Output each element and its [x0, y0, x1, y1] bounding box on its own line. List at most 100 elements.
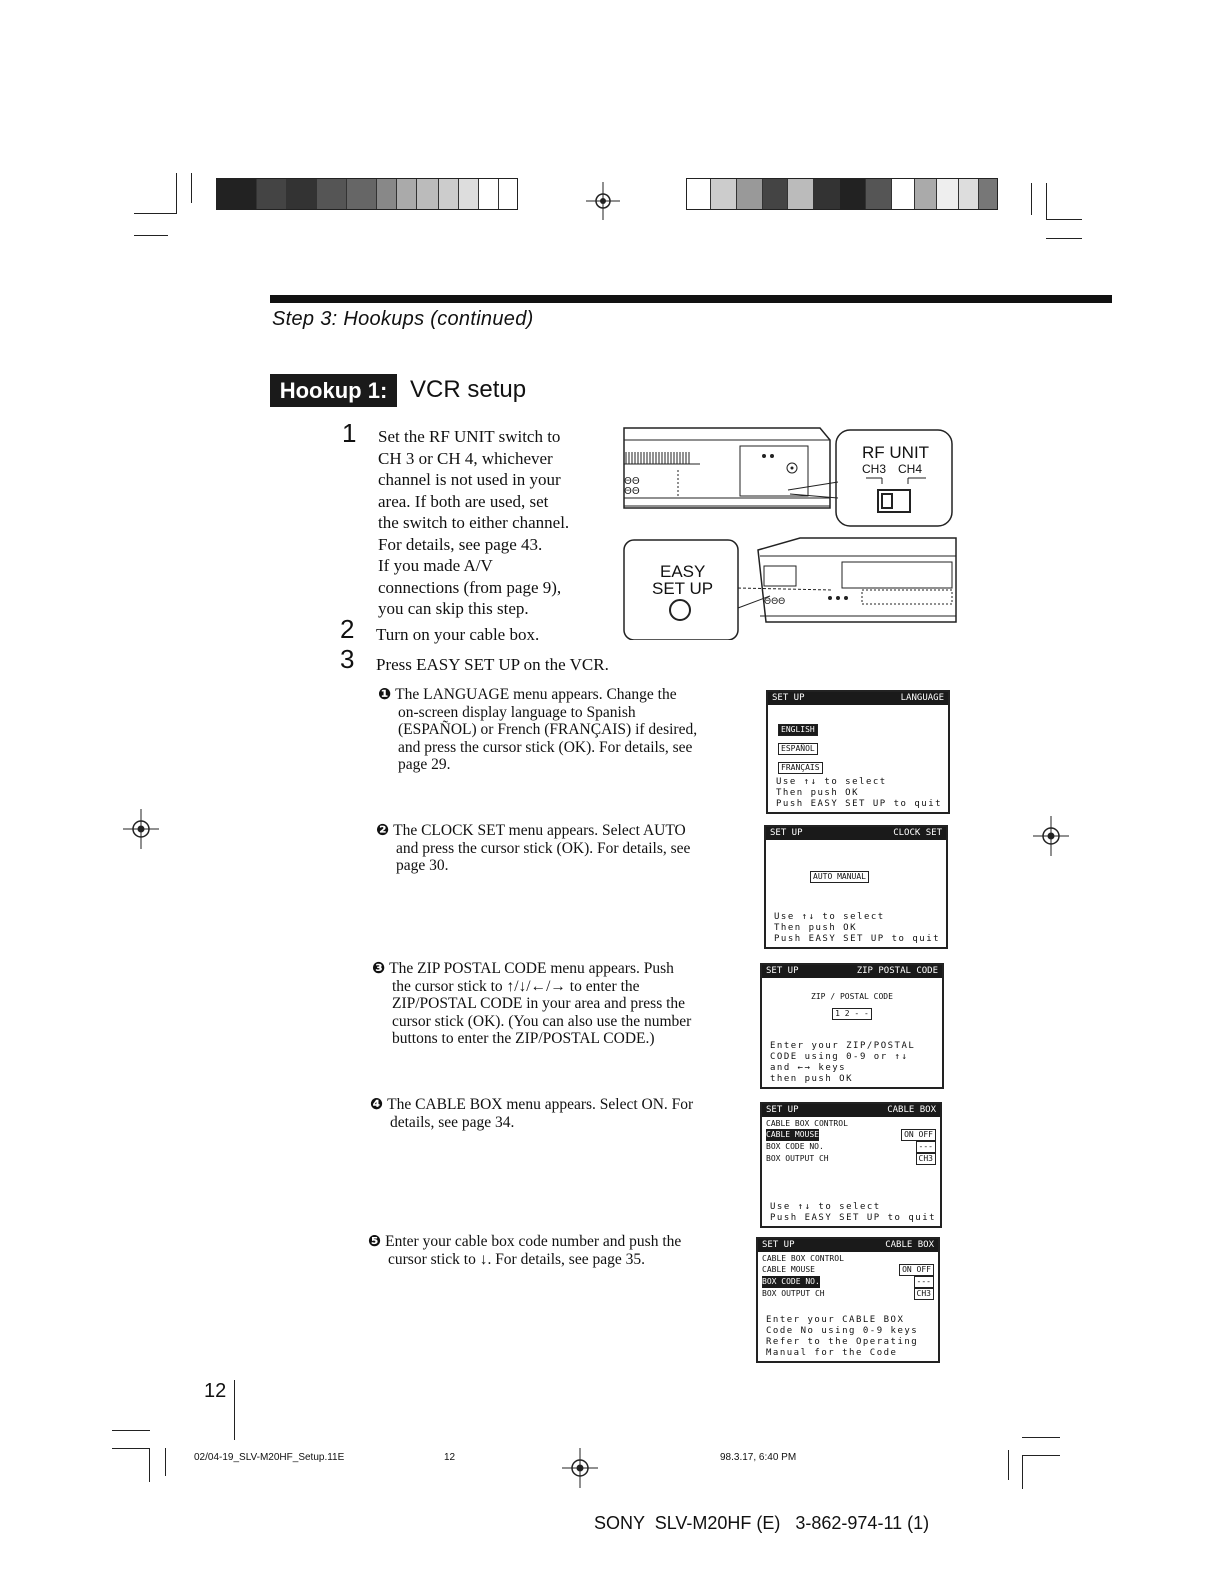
text-line: (ESPAÑOL) or French (FRANÇAIS) if desire… — [398, 721, 698, 738]
menu-instruction: Then push OK — [776, 788, 860, 798]
step-2-text: Turn on your cable box. — [376, 625, 540, 644]
menu-instruction: Push EASY SET UP to quit — [770, 1213, 937, 1223]
easy-setup-label-1: EASY — [660, 562, 706, 581]
crop-mark — [134, 213, 176, 214]
bullet-5-icon: ❺ — [368, 1232, 382, 1250]
menu-instruction: CODE using 0-9 or ↑↓ — [770, 1052, 909, 1062]
menu-option: ESPAÑOL — [778, 743, 818, 755]
registration-crosshair-icon — [1033, 816, 1069, 856]
text-line: and press the cursor stick (OK). For det… — [396, 839, 691, 857]
menu-instruction: Use ↑↓ to select — [770, 1202, 881, 1212]
text-line: cursor stick to ↓. For details, see page… — [388, 1250, 645, 1268]
menu-row: CABLE BOX CONTROL — [766, 1119, 848, 1128]
registration-crosshair-icon — [586, 182, 620, 220]
menu-instruction: Manual for the Code — [766, 1348, 898, 1358]
menu-title-right: CABLE BOX — [887, 1105, 936, 1115]
rf-unit-label: RF UNIT — [862, 443, 930, 462]
crop-mark — [1022, 1437, 1060, 1438]
crop-mark — [1022, 1455, 1023, 1489]
crop-mark — [191, 173, 192, 203]
text-line: page 30. — [396, 857, 449, 874]
hookup-title: VCR setup — [410, 376, 527, 403]
step-3-text: Press EASY SET UP on the VCR. — [376, 655, 609, 674]
text-line: connections (from page 9), — [378, 577, 562, 597]
menu-title-left: SET UP — [766, 966, 799, 976]
text-line: CH 3 or CH 4, whichever — [378, 448, 553, 468]
text-line: cursor stick (OK). (You can also use the… — [392, 1012, 692, 1030]
svg-text:ΘΘΘ: ΘΘΘ — [764, 597, 785, 607]
text-line: The CLOCK SET menu appears. Select AUTO — [393, 822, 686, 839]
step-1-text: Set the RF UNIT switch to CH 3 or CH 4, … — [378, 426, 618, 620]
menu-title-left: SET UP — [762, 1240, 795, 1250]
menu-row: CABLE MOUSE — [762, 1265, 815, 1274]
crop-mark — [1046, 219, 1082, 220]
ch3-label: CH3 — [862, 462, 887, 476]
menu-row: BOX CODE NO. — [766, 1142, 824, 1151]
menu-instruction: Enter your CABLE BOX — [766, 1315, 905, 1325]
crop-mark — [112, 1448, 150, 1449]
menu-value: --- — [913, 1276, 934, 1288]
ch4-label: CH4 — [898, 462, 923, 476]
menu-instruction: Push EASY SET UP to quit — [776, 799, 943, 809]
text-line: area. If both are used, set — [378, 491, 549, 511]
menu-title-left: SET UP — [766, 1105, 799, 1115]
page-number-rule — [234, 1380, 235, 1440]
registration-crosshair-icon — [123, 809, 159, 849]
menu-instruction: Use ↑↓ to select — [776, 777, 887, 787]
menu-title-left: SET UP — [770, 828, 803, 838]
crop-mark — [134, 235, 168, 236]
registration-bar-left — [216, 178, 518, 210]
bullet-3-icon: ❸ — [372, 959, 386, 977]
crop-mark — [149, 1448, 150, 1482]
menu-option: AUTO MANUAL — [810, 871, 869, 883]
menu-value: CH3 — [913, 1288, 934, 1300]
registration-bar-right — [686, 178, 998, 210]
text-line: page 29. — [398, 756, 451, 773]
menu-instruction: Refer to the Operating — [766, 1337, 919, 1347]
menu-title-right: ZIP POSTAL CODE — [856, 966, 938, 976]
page-number: 12 — [204, 1380, 227, 1402]
registration-crosshair-icon — [562, 1448, 598, 1488]
bullet-4-icon: ❹ — [370, 1095, 384, 1113]
footer-filename: 02/04-19_SLV-M20HF_Setup.11E — [194, 1452, 345, 1463]
menu-title-right: LANGUAGE — [900, 693, 944, 703]
bullet-1-icon: ❶ — [378, 685, 392, 703]
text-line: you can skip this step. — [378, 599, 529, 618]
text-line: The CABLE BOX menu appears. Select ON. F… — [387, 1096, 694, 1113]
text-line: buttons to enter the ZIP/POSTAL CODE.) — [392, 1030, 655, 1047]
menu-title-right: CLOCK SET — [893, 828, 942, 838]
svg-text:ΘΘ: ΘΘ — [624, 476, 640, 487]
text-line: on-screen display language to Spanish — [398, 703, 636, 721]
text-line: For details, see page 43. — [378, 534, 543, 554]
menu-instruction: Enter your ZIP/POSTAL — [770, 1041, 916, 1051]
zip-code-caption: ZIP / POSTAL CODE — [811, 992, 893, 1001]
crop-mark — [1046, 238, 1082, 239]
step-number: 1 — [342, 418, 357, 448]
crop-mark — [1046, 183, 1047, 219]
menu-option: FRANÇAIS — [778, 762, 823, 774]
menu-instruction: Code No using 0-9 keys — [766, 1326, 919, 1336]
vcr-rear-illustration: ΘΘ ΘΘ ΘΘΘ — [623, 427, 957, 640]
crop-mark — [165, 1448, 166, 1476]
text-line: channel is not used in your — [378, 470, 561, 489]
text-line: The ZIP POSTAL CODE menu appears. Push — [389, 960, 674, 977]
step-number: 2 — [340, 614, 355, 644]
menu-row: BOX CODE NO. — [762, 1276, 820, 1288]
svg-text:ΘΘ: ΘΘ — [624, 486, 640, 497]
menu-value: --- — [915, 1141, 936, 1153]
text-line: the switch to either channel. — [378, 513, 570, 532]
menu-value: ON OFF — [901, 1129, 936, 1141]
text-line: and press the cursor stick (OK). For det… — [398, 738, 693, 756]
text-line: the cursor stick to ↑/↓/←/→ to enter the — [392, 977, 640, 995]
menu-row: BOX OUTPUT CH — [762, 1289, 825, 1298]
menu-title-bar: SET UP ZIP POSTAL CODE — [762, 965, 942, 978]
